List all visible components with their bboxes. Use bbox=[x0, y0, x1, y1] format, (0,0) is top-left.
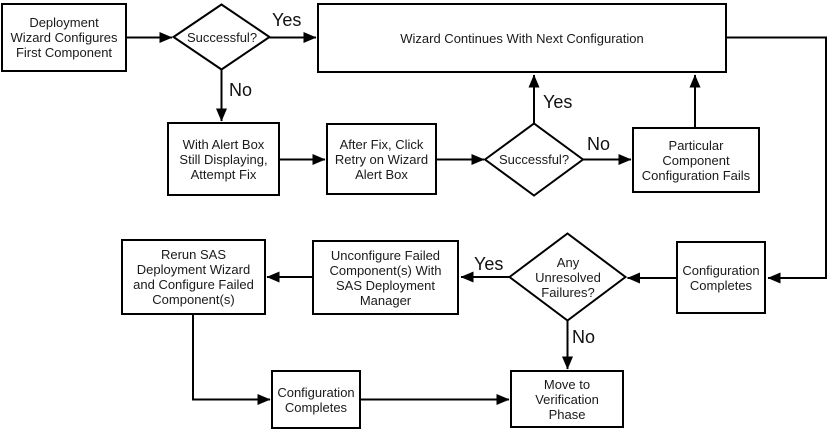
node-with-alert-box-attempt-fix: With Alert Box Still Displaying, Attempt… bbox=[167, 122, 280, 196]
decision-successful-2-label: Successful? bbox=[498, 152, 570, 167]
decision-successful-1-label: Successful? bbox=[186, 30, 258, 45]
edge-label-yes-2: Yes bbox=[543, 92, 573, 112]
decision-successful-1-shape bbox=[171, 3, 272, 71]
decision-any-unresolved-label: Any Unresolved Failures? bbox=[535, 255, 601, 300]
edge-label-yes-1: Yes bbox=[272, 10, 302, 30]
node-configuration-completes-right: Configuration Completes bbox=[676, 241, 766, 314]
node-configuration-completes-bottom: Configuration Completes bbox=[271, 370, 361, 429]
node-deployment-wizard-configures: Deployment Wizard Configures First Compo… bbox=[1, 3, 127, 72]
node-after-fix-click-retry: After Fix, Click Retry on Wizard Alert B… bbox=[326, 123, 437, 195]
edge-continue-loop-to-ccright bbox=[727, 36, 827, 284]
node-rerun-deployment-wizard: Rerun SAS Deployment Wizard and Configur… bbox=[121, 239, 266, 315]
edge-label-no-3: No bbox=[572, 327, 596, 347]
decision-successful-2-shape bbox=[483, 122, 585, 197]
node-wizard-continues: Wizard Continues With Next Configuration bbox=[317, 3, 727, 73]
edge-rerun-to-ccbottom bbox=[192, 315, 271, 405]
edge-label-no-1: No bbox=[229, 80, 253, 100]
node-unconfigure-failed-components: Unconfigure Failed Component(s) With SAS… bbox=[312, 240, 459, 315]
node-move-to-verification: Move to Verification Phase bbox=[510, 370, 624, 428]
edge-label-no-2: No bbox=[587, 134, 611, 154]
decision-any-unresolved-shape bbox=[507, 232, 628, 322]
node-particular-component-fails: Particular Component Configuration Fails bbox=[632, 127, 760, 193]
edge-label-yes-3: Yes bbox=[474, 254, 504, 274]
